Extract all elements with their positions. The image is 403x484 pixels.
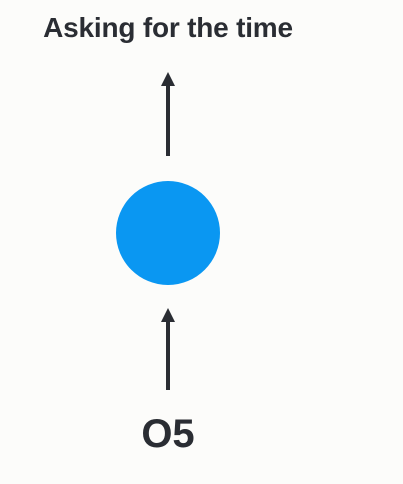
lower-arrow (161, 308, 175, 390)
node-input-label: O5 (141, 412, 195, 456)
diagram-title: Asking for the time (43, 12, 293, 43)
central-node (116, 181, 220, 285)
upper-arrow (161, 72, 175, 156)
upper-arrow-head (161, 72, 175, 86)
lower-arrow-head (161, 308, 175, 322)
